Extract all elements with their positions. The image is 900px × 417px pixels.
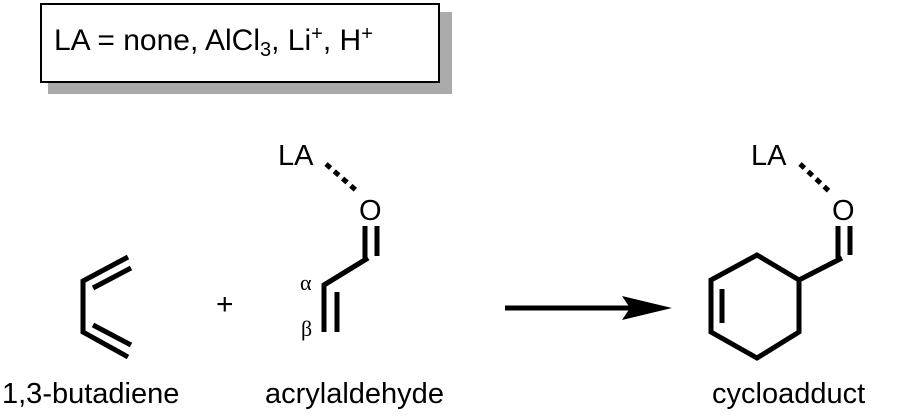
butadiene-structure	[80, 254, 133, 360]
conditions-h: , H	[322, 24, 362, 57]
acrylaldehyde-name: acrylaldehyde	[265, 378, 444, 410]
conditions-prefix: LA = none, AlCl	[54, 24, 260, 57]
conditions-li: , Li	[271, 24, 312, 57]
acrylaldehyde-lewis-acid-label: LA	[278, 140, 314, 172]
arrow-head-icon	[622, 296, 672, 320]
product-oxygen-label: O	[832, 195, 855, 227]
product-lewis-acid-label: LA	[751, 140, 787, 172]
cycloadduct-structure	[708, 162, 853, 361]
superscript-plus-li: +	[311, 23, 323, 45]
superscript-plus-h: +	[361, 23, 373, 45]
cycloadduct-name: cycloadduct	[712, 378, 866, 410]
subscript-3: 3	[260, 39, 272, 61]
conditions-box	[40, 3, 440, 83]
alpha-carbon-label: α	[300, 270, 312, 295]
acrylaldehyde-oxygen-label: O	[359, 195, 382, 227]
conditions-text: LA = none, AlCl3, Li+, H+	[54, 24, 373, 60]
acrylaldehyde-structure	[321, 162, 380, 332]
butadiene-name: 1,3-butadiene	[2, 378, 180, 410]
plus-sign: +	[216, 288, 234, 321]
beta-carbon-label: β	[301, 316, 313, 341]
